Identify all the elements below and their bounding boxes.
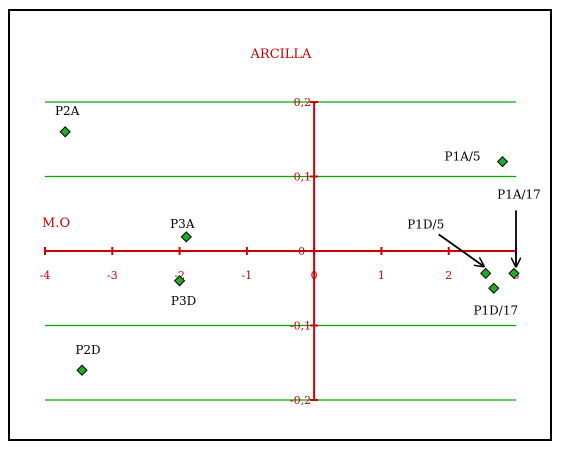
point-p3d — [173, 275, 186, 287]
point-label-p1d-5: P1D/5 — [407, 217, 444, 231]
y-tick-label-0: 0,2 — [294, 96, 312, 109]
point-p1d-17 — [488, 282, 500, 294]
point-p3a — [180, 231, 192, 243]
x-tick-label-4: 0 — [311, 269, 318, 282]
point-label-p3d: P3D — [171, 294, 196, 308]
point-p2d — [76, 364, 88, 376]
point-label-p3a: P3A — [170, 217, 195, 231]
point-p1a-17 — [508, 267, 520, 280]
point-label-p1a-17: P1A/17 — [497, 187, 541, 201]
x-tick-label-3: -1 — [241, 269, 252, 282]
chart-title: ARCILLA — [250, 47, 313, 62]
y-tick-label-1: 0,1 — [294, 171, 312, 184]
arrow-p1d-5 — [438, 233, 484, 266]
point-label-p2d: P2D — [75, 343, 100, 357]
y-tick-label-3: -0,2 — [290, 394, 311, 407]
point-label-p1d-17: P1D/17 — [473, 303, 518, 317]
x-axis-label: M.O — [42, 216, 70, 231]
x-tick-label-6: 2 — [445, 269, 452, 282]
chart-frame — [8, 9, 552, 441]
point-label-p2a: P2A — [55, 104, 80, 118]
point-p2a — [59, 126, 71, 138]
x-tick-label-0: -4 — [40, 269, 51, 282]
x-tick-label-1: -3 — [107, 269, 118, 282]
point-label-p1a-5: P1A/5 — [445, 150, 481, 164]
point-p1d-5 — [480, 267, 492, 280]
y-tick-label-2: -0,1 — [290, 320, 311, 333]
x-tick-label-5: 1 — [378, 269, 385, 282]
point-p1a-5 — [496, 155, 509, 168]
origin-label: 0 — [298, 245, 305, 258]
